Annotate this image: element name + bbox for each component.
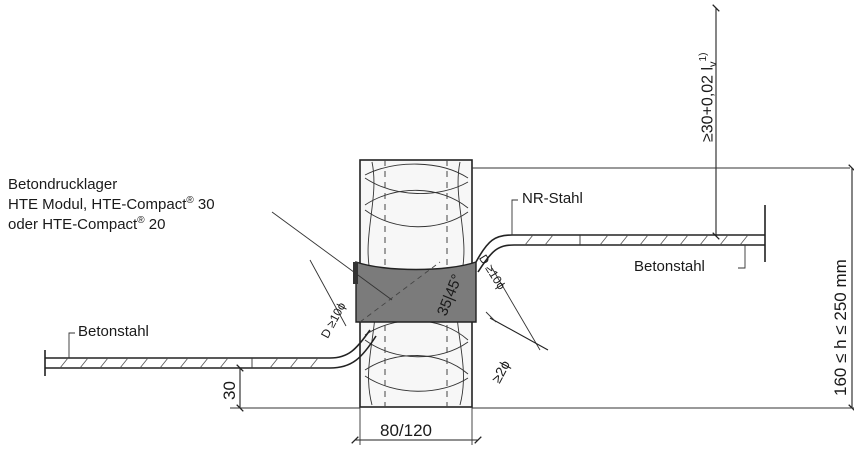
nr-stahl-label: NR-Stahl — [522, 190, 583, 207]
cover-dimension-label: 30 — [220, 381, 239, 400]
bearing-label-line2: HTE Modul, HTE-Compact® 30 — [8, 194, 215, 213]
betonstahl-left-label: Betonstahl — [78, 323, 149, 340]
bearing-label-line1: Betondrucklager — [8, 176, 118, 193]
top-dimension-label: ≥30+0,02 lv1) — [698, 52, 720, 142]
bearing-label-line3: oder HTE-Compact® 20 — [8, 214, 166, 233]
leader-lines — [68, 199, 746, 358]
left-rebar — [44, 329, 377, 376]
bearing-label: Betondrucklager HTE Modul, HTE-Compact® … — [8, 176, 215, 234]
height-dimension-label: 160 ≤ h ≤ 250 mm — [831, 259, 850, 396]
betonstahl-right-label: Betonstahl — [634, 258, 705, 275]
compression-bearing — [353, 261, 477, 323]
right-rebar — [475, 205, 766, 273]
width-dimension-label: 80/120 — [380, 421, 432, 440]
dimension-lines — [230, 4, 854, 445]
